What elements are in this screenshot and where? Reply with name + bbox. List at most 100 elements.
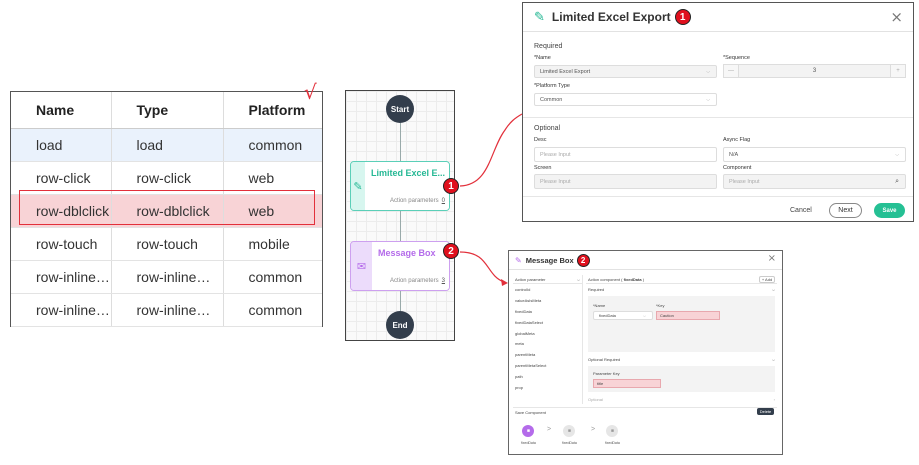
step-item[interactable]: ■ fixedData <box>562 425 577 445</box>
list-item[interactable]: prop <box>515 384 524 390</box>
parameter-key-input[interactable]: title <box>593 379 661 388</box>
folder-icon: ■ <box>522 425 535 437</box>
async-flag-label: Async Flag <box>723 137 751 143</box>
sequence-label: *Sequence <box>723 55 750 61</box>
column-header-name: Name <box>11 92 112 129</box>
increment-button[interactable]: + <box>891 65 905 77</box>
step-item[interactable]: ■ fixedData <box>521 425 536 445</box>
list-item[interactable]: fixedData <box>515 308 532 314</box>
add-button[interactable]: + Add <box>759 276 775 283</box>
flow-canvas[interactable]: Start ✎ Limited Excel E... Action parame… <box>345 90 455 341</box>
table-cell: row-inline… <box>11 293 112 327</box>
table-cell: row-touch <box>111 227 224 261</box>
message-box-icon: ✉ <box>351 242 372 290</box>
save-button[interactable]: Save <box>874 203 905 218</box>
close-icon[interactable]: × <box>890 8 903 26</box>
list-item[interactable]: valueAsIsMeta <box>515 297 542 303</box>
platform-type-select[interactable]: Common⌵ <box>534 93 717 106</box>
folder-icon: ■ <box>563 425 576 437</box>
table-cell: row-inline… <box>111 260 224 294</box>
table-row[interactable]: row-click row-click web <box>11 161 322 195</box>
action-node-title: Message Box <box>378 248 436 258</box>
dialog-header: ✎ Message Box 2 <box>509 251 782 270</box>
table-cell: common <box>223 260 322 294</box>
optional-row[interactable]: Optional› <box>588 397 775 402</box>
name-select[interactable]: fixedData⌵ <box>593 311 653 320</box>
start-node[interactable]: Start <box>386 95 414 123</box>
step-label: fixedData <box>562 441 577 445</box>
required-section-title: Required <box>534 43 563 50</box>
table-row[interactable]: row-inline… row-inline… common <box>11 293 322 327</box>
end-node[interactable]: End <box>386 311 414 339</box>
table-cell: web <box>223 161 322 195</box>
connector-to-export-dialog <box>459 113 523 187</box>
list-item[interactable]: fixedDataSelect <box>515 319 544 325</box>
dialog-header: ✎ Limited Excel Export 1 <box>523 3 913 32</box>
optional-required-row[interactable]: Optional Required⌵ <box>588 357 775 362</box>
step-label: fixedData <box>521 441 536 445</box>
list-item[interactable]: path <box>515 374 523 380</box>
folder-icon: ■ <box>606 425 619 437</box>
search-icon[interactable]: ⌕ <box>895 177 899 185</box>
next-button[interactable]: Next <box>829 203 862 218</box>
sequence-stepper[interactable]: — 3 + <box>723 64 906 78</box>
component-input[interactable]: Please Input⌕ <box>723 174 906 189</box>
step-label: fixedData <box>605 441 620 445</box>
table-row[interactable]: load load common <box>11 128 322 162</box>
table-row-selected[interactable]: row-dblclick row-dblclick web <box>11 194 322 228</box>
table-cell: row-touch <box>11 227 112 261</box>
key-label: *Key <box>656 303 665 308</box>
desc-input[interactable]: Please Input <box>534 147 717 162</box>
name-label: *Name <box>534 55 551 61</box>
table-row[interactable]: row-inline… row-inline… common <box>11 260 322 294</box>
table-cell: row-dblclick <box>11 194 112 228</box>
dialog-title: Message Box <box>525 255 574 265</box>
optional-section-title: Optional <box>534 125 561 132</box>
column-header-platform: Platform <box>223 92 322 129</box>
async-flag-select[interactable]: N/A⌵ <box>723 147 906 162</box>
action-parameter-list: Action parameter⌵ controlId valueAsIsMet… <box>513 275 583 404</box>
column-header-type: Type <box>111 92 224 129</box>
decrement-button[interactable]: — <box>724 65 738 77</box>
edit-icon: ✎ <box>534 9 545 24</box>
component-label: Component <box>723 165 752 171</box>
step-item[interactable]: ■ fixedData <box>605 425 620 445</box>
events-table: Name Type Platform load load common row-… <box>10 91 323 327</box>
name-label: *Name <box>593 303 606 308</box>
required-row[interactable]: Required⌵ <box>588 287 775 292</box>
action-node-title: Limited Excel E... <box>370 168 445 178</box>
list-item[interactable]: parentMetaSelect <box>515 363 547 369</box>
table-row[interactable]: row-touch row-touch mobile <box>11 227 322 261</box>
action-component-header: Action component ( fixedData ) <box>586 275 777 284</box>
list-item[interactable]: meta <box>515 341 524 347</box>
parameter-key-label: Parameter Key <box>593 371 620 376</box>
excel-export-dialog: ✎ Limited Excel Export 1 × Required *Nam… <box>522 2 914 222</box>
required-fields-box <box>588 296 775 352</box>
flow-connector <box>400 291 401 311</box>
table-cell: row-inline… <box>11 260 112 294</box>
action-parameter-select[interactable]: Action parameter⌵ <box>513 275 582 284</box>
name-field[interactable]: Limited Excel Export⌵ <box>534 65 717 78</box>
sequence-value: 3 <box>738 65 891 77</box>
cancel-button[interactable]: Cancel <box>790 207 812 214</box>
flow-connector <box>400 123 401 161</box>
table-cell: common <box>223 128 322 162</box>
screen-input[interactable]: Please Input <box>534 174 717 189</box>
arrow-head <box>501 279 508 286</box>
message-box-dialog: ✎ Message Box 2 × Action parameter⌵ cont… <box>508 250 783 455</box>
delete-button[interactable]: Delete <box>757 408 774 415</box>
excel-export-icon: ✎ <box>351 162 365 210</box>
footer-divider <box>523 196 913 197</box>
screen-label: Screen <box>534 165 552 171</box>
desc-label: Desc <box>534 137 547 143</box>
close-icon[interactable]: × <box>767 253 776 264</box>
table-cell: row-click <box>111 161 224 195</box>
key-input[interactable]: Caution <box>656 311 720 320</box>
list-item[interactable]: parentMeta <box>515 352 536 358</box>
list-item[interactable]: controlId <box>515 286 531 292</box>
list-item[interactable]: globalMeta <box>515 330 535 336</box>
